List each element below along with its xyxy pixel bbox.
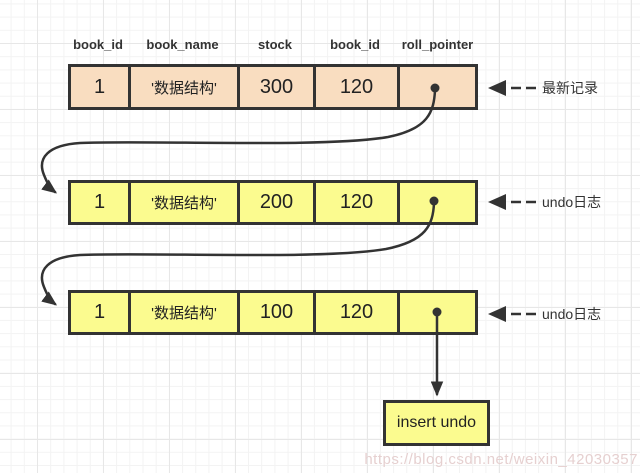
cell-book-name: '数据结构'	[131, 183, 240, 222]
latest-record-pointer-icon	[488, 80, 537, 96]
record-row-undo-1: 1 '数据结构' 200 120	[68, 180, 478, 225]
cell-roll-pointer	[400, 183, 475, 222]
cell-book-id: 1	[71, 183, 131, 222]
column-header-book-name: book_name	[146, 37, 219, 52]
latest-record-label: 最新记录	[542, 80, 598, 96]
cell-book-name: '数据结构'	[131, 293, 240, 332]
column-header-roll-pointer: roll_pointer	[401, 37, 474, 52]
column-header-book-id: book_id	[73, 37, 123, 52]
cell-book-id-2: 120	[316, 67, 400, 107]
column-header-book-id-2: book_id	[330, 37, 380, 52]
cell-book-id: 1	[71, 67, 131, 107]
record-row-latest: 1 '数据结构' 300 120	[68, 64, 478, 110]
cell-book-id-2: 120	[316, 293, 400, 332]
undo-log-pointer-icon-2	[488, 306, 537, 322]
cell-roll-pointer	[400, 67, 475, 107]
cell-stock: 200	[240, 183, 316, 222]
insert-undo-box: insert undo	[383, 400, 490, 446]
undo-log-label-2: undo日志	[542, 306, 602, 322]
watermark-url: https://blog.csdn.net/weixin_42030357	[364, 451, 638, 468]
cell-roll-pointer	[400, 293, 475, 332]
cell-book-id: 1	[71, 293, 131, 332]
cell-stock: 300	[240, 67, 316, 107]
record-row-undo-2: 1 '数据结构' 100 120	[68, 290, 478, 335]
undo-log-label-1: undo日志	[542, 194, 602, 210]
cell-book-id-2: 120	[316, 183, 400, 222]
cell-stock: 100	[240, 293, 316, 332]
undo-log-pointer-icon-1	[488, 194, 537, 210]
cell-book-name: '数据结构'	[131, 67, 240, 107]
column-header-stock: stock	[258, 37, 292, 52]
